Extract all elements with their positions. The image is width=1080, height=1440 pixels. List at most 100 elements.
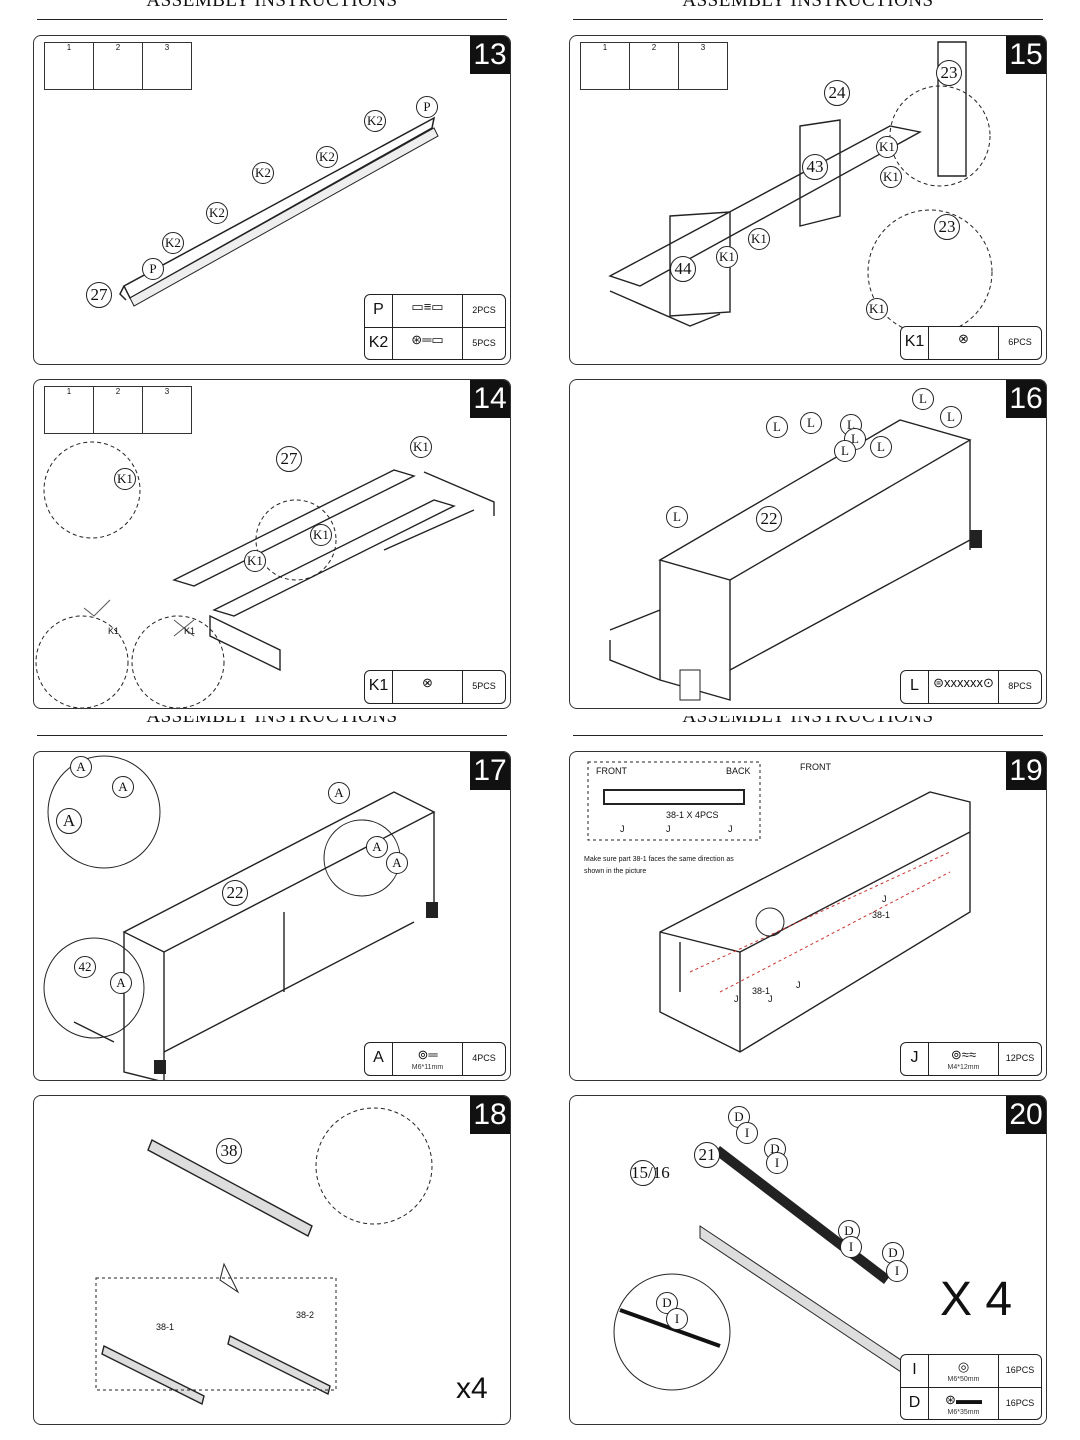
part-callout: A [110,972,132,994]
part-callout: I [766,1152,788,1174]
part-callout: K2 [206,202,228,224]
bolt-icon: ⊛▬▬ M6*35mm [929,1388,999,1419]
mini-step: 1 [581,43,630,89]
part-callout: P [416,96,438,118]
part-glyph: ⊚═ [417,1047,438,1062]
part-callout: I [840,1236,862,1258]
page-header: ASSEMBLY INSTRUCTIONS [573,716,1043,736]
part-callout: L [766,416,788,438]
page-header: ASSEMBLY INSTRUCTIONS [573,0,1043,20]
header-text: ASSEMBLY INSTRUCTIONS [146,0,398,11]
part-code: P [365,295,393,327]
parts-table: J ⊚≈≈ M4*12mm 12PCS [900,1042,1042,1076]
part-callout: A [70,756,92,778]
part-quantity: 16PCS [1005,1365,1035,1375]
part-callout: K2 [364,110,386,132]
part-quantity: 5PCS [472,338,496,348]
part-callout: K1 [876,136,898,158]
part-callout: A [366,836,388,858]
parts-table: P ▭≡▭ 2PCS K2⊛═▭5PCS [364,294,506,360]
part-glyph: ⊚≈≈ [950,1047,977,1062]
part-label: K1 [184,626,196,636]
front-label: FRONT [596,766,627,776]
part-code: D [901,1388,929,1419]
parts-table: K1⊗6PCS [900,326,1042,360]
part-callout: K1 [310,524,332,546]
part-callout: 15/16 [630,1160,670,1186]
part-callout: L [870,436,892,458]
part-glyph: ⊛▬▬ [945,1392,982,1407]
step-number: 19 [1006,752,1046,790]
mini-step: 2 [94,387,143,433]
part-callout: 44 [670,256,696,282]
part-size: M6*35mm [947,1409,980,1416]
part-callout: 38 [216,1138,242,1164]
part-code: K1 [901,327,929,359]
dowel-icon: ▭≡▭ [393,295,463,327]
part-label: 38-1 [156,1322,175,1332]
part-callout: 22 [222,880,248,906]
part-glyph: ▭≡▭ [411,299,444,314]
part-quantity: 2PCS [472,305,496,315]
assembly-illustration [95,1107,433,1406]
screw-j-label: J [728,824,733,834]
header-text: ASSEMBLY INSTRUCTIONS [682,716,934,727]
part-callout: K1 [748,228,770,250]
part-size: M4*12mm [947,1064,980,1071]
page-header: ASSEMBLY INSTRUCTIONS [37,716,507,736]
cam-lock-icon: ⊗ [393,671,463,703]
part-callout: K1 [716,246,738,268]
part-code: J [901,1043,929,1075]
part-callout: I [666,1308,688,1330]
step-number: 14 [470,380,510,418]
part-label: K1 [108,626,120,636]
mini-step: 3 [164,387,170,396]
parts-row: K2⊛═▭5PCS [365,327,505,359]
part-callout: I [736,1122,758,1144]
part-callout: L [912,388,934,410]
part-callout: L [834,440,856,462]
mini-step: 2 [94,43,143,89]
part-size: M6*11mm [411,1064,444,1071]
part-callout: K1 [880,166,902,188]
part-callout: 23 [934,214,960,240]
part-label: J [768,994,773,1004]
step-number: 13 [470,36,510,74]
page-header: ASSEMBLY INSTRUCTIONS [37,0,507,20]
screw-icon: ⊜xxxxxx⊙ [929,671,999,703]
part-glyph: ⊗ [422,675,433,690]
part-glyph: ⊜xxxxxx⊙ [933,675,994,690]
part-quantity: 6PCS [1008,337,1032,347]
part-callout: A [56,808,82,834]
part-code: K1 [365,671,393,703]
part-label: 38-1 [872,910,891,920]
part-size: M6*50mm [947,1376,980,1383]
part-quantity: 12PCS [1005,1053,1035,1063]
part-code: K2 [365,328,393,359]
step-number: 15 [1006,36,1046,74]
part-label: J [796,980,801,990]
part-label: J [734,994,739,1004]
part-callout: L [940,406,962,428]
part-label: J [882,894,887,904]
part-callout: P [142,258,164,280]
part-callout: L [666,506,688,528]
mini-step: 1 [45,43,94,89]
part-quantity: 5PCS [472,681,496,691]
parts-row: K1 ⊗ 5PCS [365,671,505,703]
washer-icon: ◎M6*50mm [929,1355,999,1387]
step-number: 17 [470,752,510,790]
assembly-illustration [587,761,971,1053]
